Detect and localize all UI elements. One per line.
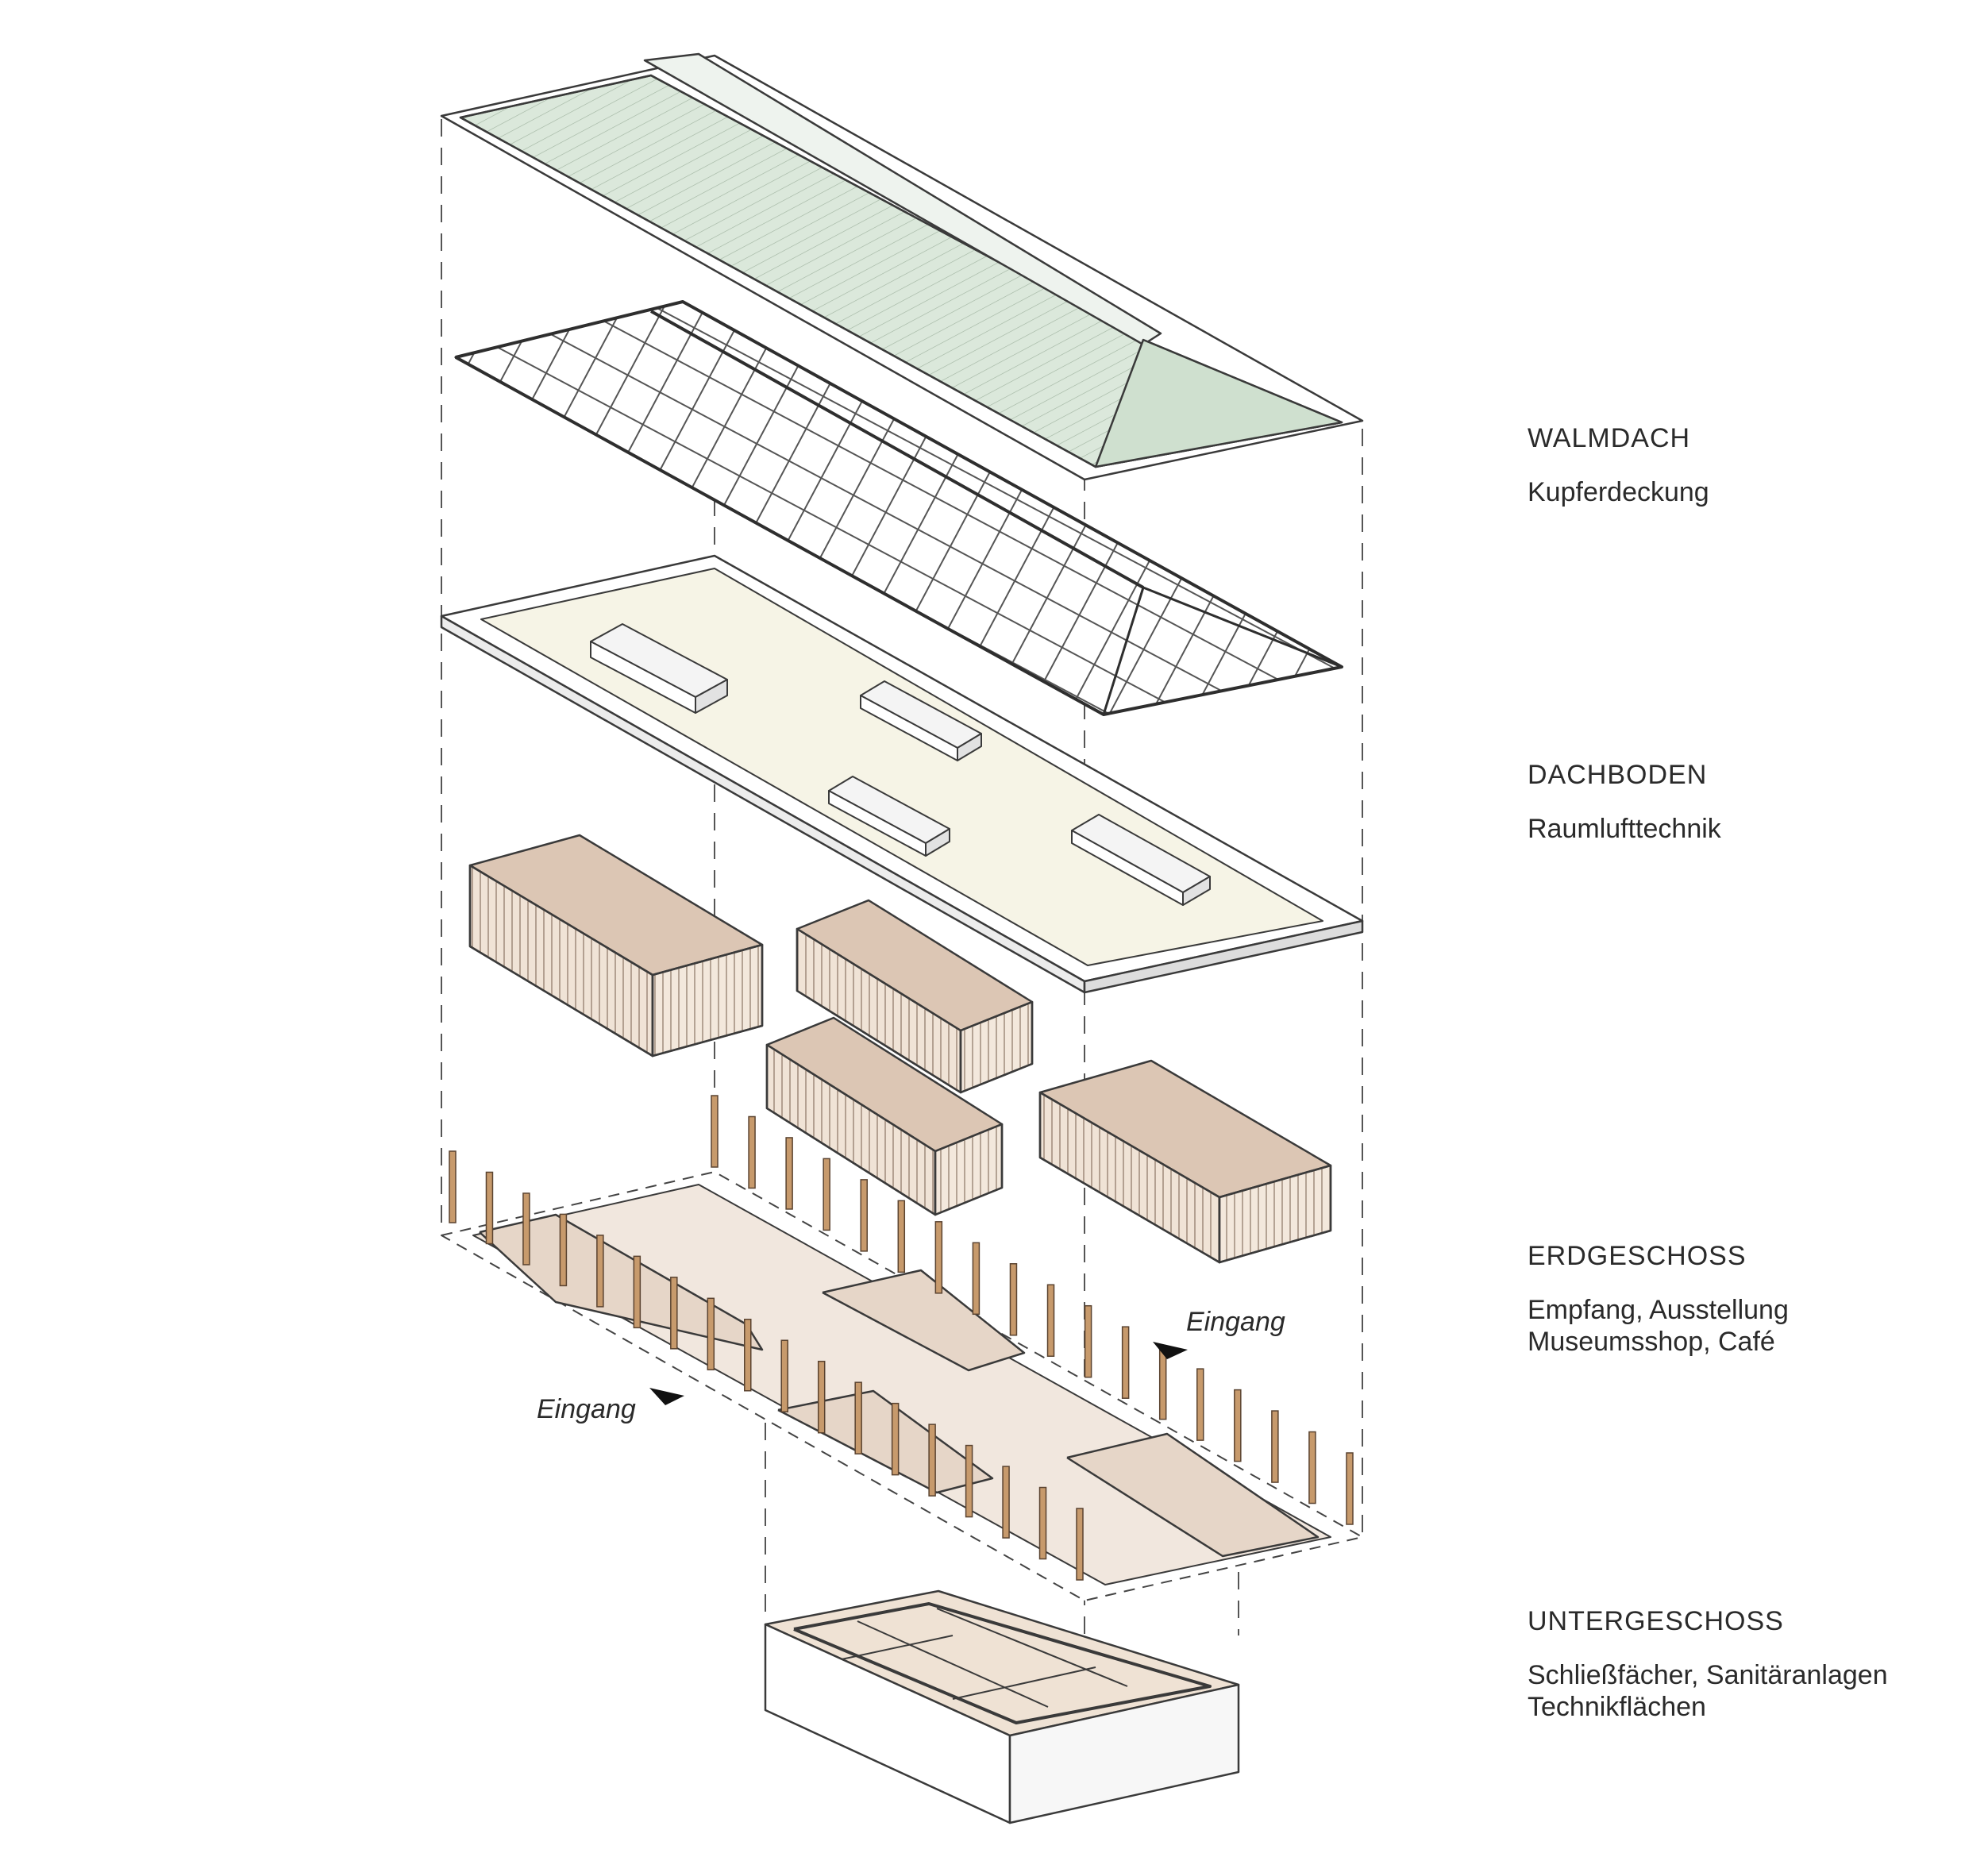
timber-column: [522, 1192, 530, 1266]
entrance-arrows: [649, 1342, 1188, 1405]
timber-column: [1009, 1263, 1018, 1336]
layer-title: UNTERGESCHOSS: [1528, 1606, 1784, 1636]
timber-column: [1084, 1304, 1092, 1378]
timber-column: [854, 1381, 862, 1454]
timber-column: [1076, 1508, 1084, 1581]
hvac-units: [590, 623, 1211, 906]
timber-column: [780, 1339, 788, 1412]
timber-column: [748, 1115, 756, 1189]
layer-caption-attic: DACHBODEN Raumlufttechnik: [1528, 759, 1721, 845]
layer-title: ERDGESCHOSS: [1528, 1241, 1747, 1271]
timber-column: [1046, 1284, 1055, 1357]
timber-column: [1346, 1452, 1354, 1525]
timber-column: [485, 1171, 494, 1245]
timber-column: [823, 1158, 830, 1231]
entrance-arrow-right: [1153, 1342, 1188, 1359]
timber-column: [1158, 1347, 1167, 1420]
timber-column: [1196, 1368, 1204, 1441]
layer-caption-roof: WALMDACH Kupferdeckung: [1528, 422, 1709, 508]
exhibition-volume: [468, 834, 764, 1058]
hvac-unit: [860, 680, 982, 761]
layer-description: Empfang, Ausstellung Museumsshop, Café: [1528, 1295, 1789, 1357]
layer-description: Raumlufttechnik: [1528, 814, 1721, 844]
exhibition-volume: [796, 899, 1034, 1094]
timber-column: [633, 1255, 641, 1329]
timber-column: [449, 1150, 457, 1223]
timber-column: [860, 1179, 868, 1252]
basement-layer: [764, 1589, 1240, 1824]
hvac-unit: [1071, 814, 1211, 906]
timber-column: [891, 1402, 900, 1476]
timber-column: [1271, 1410, 1279, 1483]
hvac-unit: [828, 776, 950, 857]
exhibition-volumes: [468, 834, 1332, 1264]
layer-title: DACHBODEN: [1528, 760, 1708, 790]
layer-caption-ground-floor: ERDGESCHOSS Empfang, Ausstellung Museums…: [1528, 1240, 1789, 1358]
exhibition-volume: [1038, 1059, 1332, 1264]
timber-column: [1121, 1326, 1130, 1399]
timber-column: [559, 1213, 568, 1287]
roof-ridge: [643, 52, 1162, 346]
entrance-arrow-left: [649, 1388, 684, 1405]
timber-column: [965, 1444, 973, 1518]
timber-column: [785, 1137, 793, 1210]
timber-column: [711, 1095, 719, 1168]
layer-description: Kupferdeckung: [1528, 477, 1709, 507]
timber-column: [1234, 1389, 1242, 1462]
timber-column: [744, 1319, 752, 1392]
timber-column: [596, 1235, 604, 1308]
timber-column: [1002, 1466, 1010, 1539]
timber-column: [972, 1242, 981, 1316]
hipped-roof-layer: [440, 52, 1364, 481]
timber-column: [817, 1360, 826, 1434]
exhibition-volume: [765, 1016, 1004, 1216]
entrance-label-right: Eingang: [1186, 1307, 1285, 1337]
hvac-unit: [590, 623, 728, 714]
layer-title: WALMDACH: [1528, 423, 1691, 453]
timber-column: [934, 1221, 943, 1294]
timber-columns: [449, 1095, 1354, 1581]
timber-column: [928, 1424, 936, 1497]
timber-column: [1308, 1431, 1316, 1504]
layer-description: Schließfächer, Sanitäranlagen Technikflä…: [1528, 1660, 1888, 1722]
layer-caption-basement: UNTERGESCHOSS Schließfächer, Sanitäranla…: [1528, 1605, 1888, 1723]
entrance-label-left: Eingang: [537, 1394, 636, 1424]
roof-truss-layer: [454, 300, 1343, 716]
timber-column: [670, 1277, 678, 1350]
timber-column: [1038, 1486, 1047, 1560]
timber-column: [707, 1297, 715, 1371]
timber-column: [897, 1200, 906, 1273]
